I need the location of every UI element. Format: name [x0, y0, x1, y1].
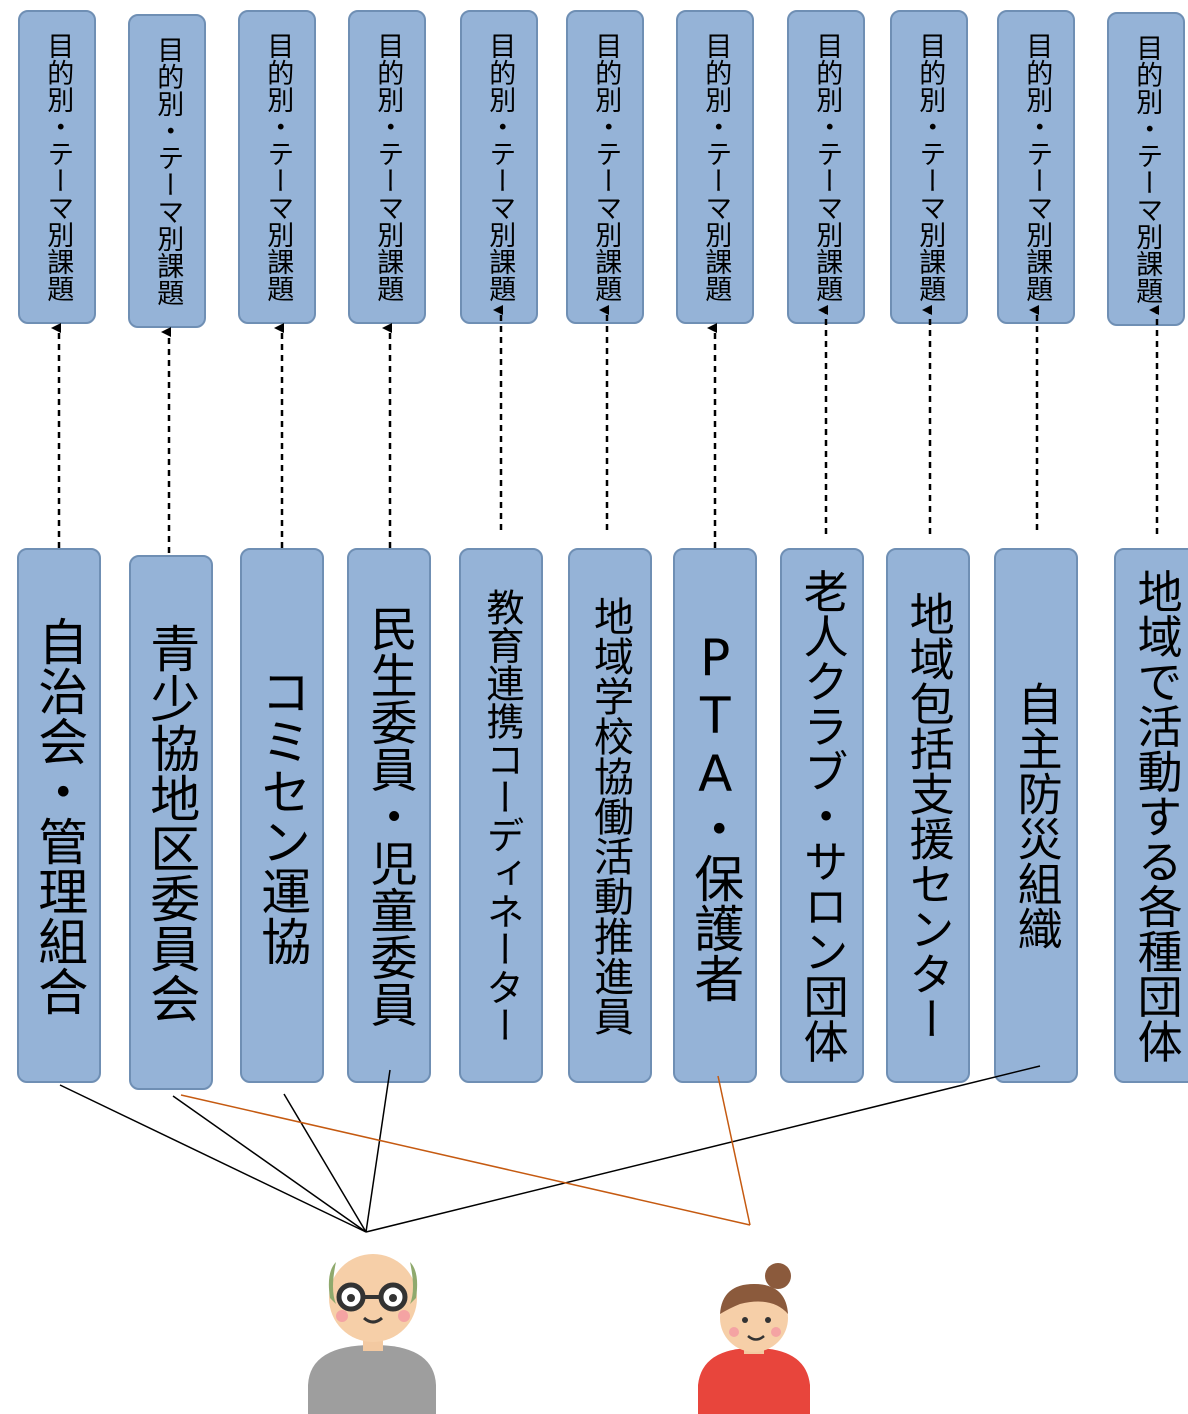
theme-label: 目的別・テーマ別課題	[590, 32, 622, 302]
org-box-coordinator: 教育連携コーディネーター	[459, 548, 543, 1083]
theme-box-3: 目的別・テーマ別課題	[238, 10, 316, 324]
theme-label: 目的別・テーマ別課題	[42, 32, 74, 302]
org-label: 教育連携コーディネーター	[479, 587, 524, 1044]
theme-label: 目的別・テーマ別課題	[700, 32, 732, 302]
theme-label: 目的別・テーマ別課題	[1021, 32, 1053, 302]
theme-label: 目的別・テーマ別課題	[1131, 34, 1163, 304]
theme-label: 目的別・テーマ別課題	[372, 32, 404, 302]
org-label: 自治会・管理組合	[30, 615, 89, 1016]
theme-label: 目的別・テーマ別課題	[152, 36, 184, 306]
org-box-jichikai: 自治会・管理組合	[17, 548, 101, 1083]
org-box-komisen: コミセン運協	[240, 548, 324, 1083]
org-box-seishokyo: 青少協地区委員会	[129, 555, 213, 1090]
theme-label: 目的別・テーマ別課題	[914, 32, 946, 302]
theme-label: 目的別・テーマ別課題	[262, 32, 294, 302]
org-label: 青少協地区委員会	[142, 622, 201, 1023]
elderly-man-icon	[308, 1254, 436, 1414]
theme-box-7: 目的別・テーマ別課題	[676, 10, 754, 324]
theme-label: 目的別・テーマ別課題	[811, 32, 843, 302]
org-label: 地域包括支援センター	[901, 590, 955, 1041]
woman-icon	[698, 1263, 810, 1414]
theme-box-6: 目的別・テーマ別課題	[566, 10, 644, 324]
theme-box-4: 目的別・テーマ別課題	[348, 10, 426, 324]
org-box-hokatsu: 地域包括支援センター	[886, 548, 970, 1083]
org-label: 地域で活動する各種団体	[1129, 568, 1183, 1063]
theme-box-10: 目的別・テーマ別課題	[997, 10, 1075, 324]
theme-box-5: 目的別・テーマ別課題	[460, 10, 538, 324]
org-box-rojin-club: 老人クラブ・サロン団体	[780, 548, 864, 1083]
theme-label: 目的別・テーマ別課題	[484, 32, 516, 302]
man-links	[59, 1065, 1041, 1233]
org-box-chiiki-gakko: 地域学校協働活動推進員	[568, 548, 652, 1083]
org-label: 民生委員・児童委員	[361, 604, 417, 1027]
org-label: 自主防災組織	[1009, 680, 1063, 951]
woman-links	[180, 1075, 751, 1226]
org-box-minsei: 民生委員・児童委員	[347, 548, 431, 1083]
theme-box-9: 目的別・テーマ別課題	[890, 10, 968, 324]
org-label: 地域学校協働活動推進員	[587, 595, 633, 1036]
org-box-kakushu-dantai: 地域で活動する各種団体	[1114, 548, 1188, 1083]
org-label: PTA・保護者	[686, 628, 745, 1003]
org-label: 老人クラブ・サロン団体	[795, 568, 849, 1063]
org-box-pta: PTA・保護者	[673, 548, 757, 1083]
theme-box-8: 目的別・テーマ別課題	[787, 10, 865, 324]
theme-box-11: 目的別・テーマ別課題	[1107, 12, 1185, 326]
theme-box-1: 目的別・テーマ別課題	[18, 10, 96, 324]
org-box-jishu-bosai: 自主防災組織	[994, 548, 1078, 1083]
org-label: コミセン運協	[253, 665, 312, 966]
